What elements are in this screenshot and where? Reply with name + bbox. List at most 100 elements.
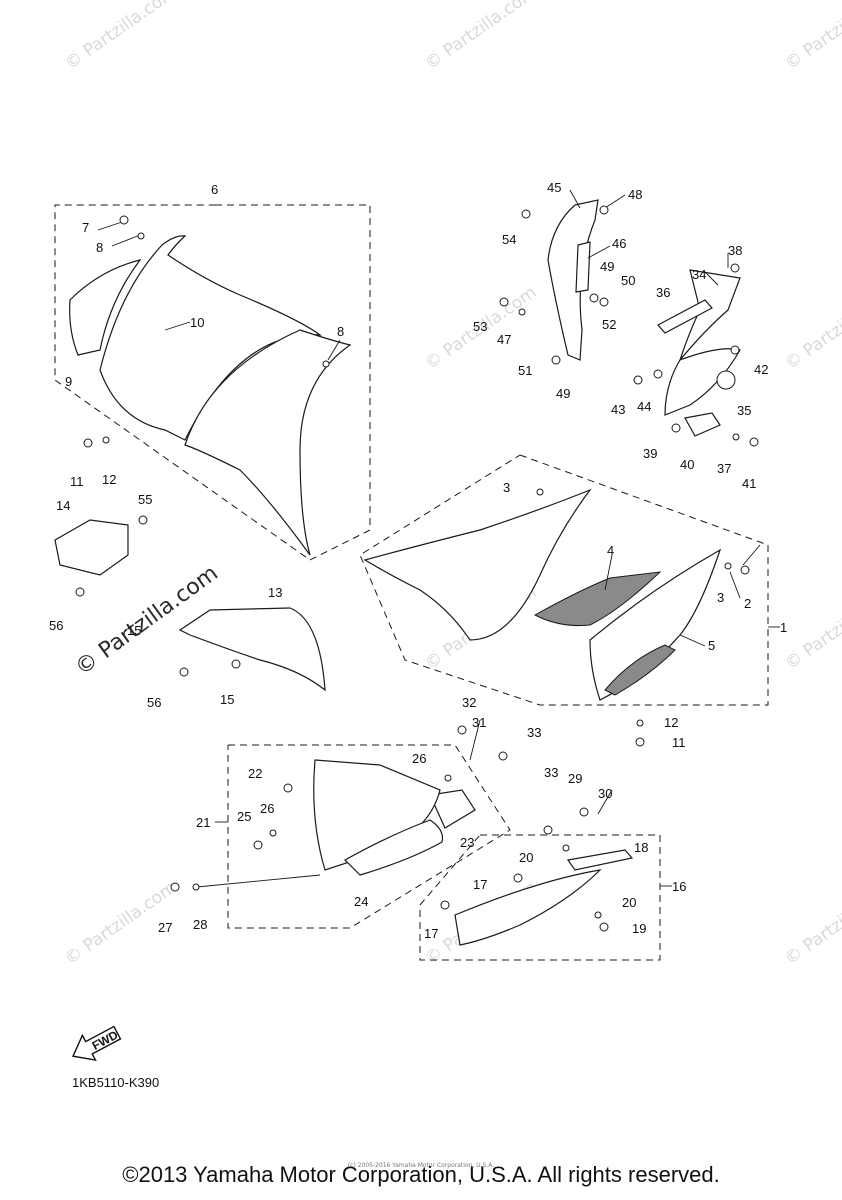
leader-line [97,221,123,231]
leader-lines [97,189,780,888]
callout-17: 17 [424,926,438,941]
callout-12: 12 [664,715,678,730]
leader-line [469,719,481,761]
leader-line [597,789,613,815]
callout-33: 33 [544,765,558,780]
bolt [653,369,663,379]
callout-20: 20 [622,895,636,910]
leader-line [569,189,581,209]
callout-24: 24 [354,894,368,909]
copyright-notice: ©2013 Yamaha Motor Corporation, U.S.A. A… [122,1162,720,1187]
callout-18: 18 [634,840,648,855]
callout-6: 6 [211,182,218,197]
callout-7: 7 [82,220,89,235]
callout-12: 12 [102,472,116,487]
callout-8: 8 [337,324,344,339]
callout-49: 49 [600,259,614,274]
callout-23: 23 [460,835,474,850]
callout-43: 43 [611,402,625,417]
callout-41: 41 [742,476,756,491]
watermark: © Partzilla.com [781,582,842,674]
leader-line [742,544,761,566]
watermark: © Partzilla.com [421,0,540,74]
bolt [253,840,263,850]
part-13-inner-panel [178,607,326,692]
callout-45: 45 [547,180,561,195]
part-10-cowling-right [184,329,352,556]
leader-line [164,321,191,331]
hardware [75,205,759,932]
callout-21: 21 [196,815,210,830]
callout-14: 14 [56,498,70,513]
washer [269,829,277,837]
callout-53: 53 [473,319,487,334]
callout-35: 35 [737,403,751,418]
callout-19: 19 [632,921,646,936]
bolt [119,215,129,225]
watermark: © Partzilla.com [61,0,180,74]
bolt [599,297,609,307]
callout-38: 38 [728,243,742,258]
callout-31: 31 [472,715,486,730]
nut [513,873,523,883]
callout-22: 22 [248,766,262,781]
callout-55: 55 [138,492,152,507]
bolt [457,725,467,735]
bolt [633,375,643,385]
part-16-undercowl [454,869,602,946]
leader-line [679,634,706,647]
callout-32: 32 [462,695,476,710]
boundary-16 [419,834,661,961]
bolt [521,209,531,219]
callout-34: 34 [692,267,706,282]
part-4-graphic [533,571,662,626]
part-34-lower [664,348,741,416]
washer [562,844,570,852]
part-35-grommet [716,370,736,390]
callout-11: 11 [70,474,84,489]
copyright-small: (c) 2005-2016 Yamaha Motor Corporation, … [347,1162,495,1169]
callout-8: 8 [96,240,103,255]
leader-line [604,194,626,209]
part-18-rail [566,849,634,871]
washer [536,488,544,496]
nut [599,205,609,215]
watermark: © Partzilla.com [781,877,842,969]
watermark: © Partzilla.com [781,282,842,374]
callout-labels: 1 2 3 3 4 5 6 7 8 8 9 10 11 11 12 12 13 … [49,180,787,941]
callout-2: 2 [744,596,751,611]
washer [137,232,145,240]
leader-line [729,571,741,599]
callout-13: 13 [268,585,282,600]
leader-line [327,339,341,361]
part-45-bracket [547,199,599,361]
callout-33: 33 [527,725,541,740]
leader-line [704,271,719,286]
leader-line [196,874,321,888]
washer [102,436,110,444]
callout-11: 11 [672,735,686,750]
callout-15: 15 [127,623,141,638]
nut [440,900,450,910]
callout-27: 27 [158,920,172,935]
part-40-cover [684,412,721,437]
callout-16: 16 [672,879,686,894]
bolt [635,737,645,747]
bolt [599,922,609,932]
boundary-21 [227,744,511,929]
bolt [75,587,85,597]
bolt [170,882,180,892]
bolt [231,659,241,669]
callout-26: 26 [412,751,426,766]
callout-9: 9 [65,374,72,389]
nut [283,783,293,793]
part-9-panel [69,259,142,356]
nut [543,825,553,835]
callout-25: 25 [237,809,251,824]
callout-10: 10 [190,315,204,330]
bolt [499,297,509,307]
part-10-windshield [99,235,322,441]
washer [444,774,452,782]
callout-15: 15 [220,692,234,707]
